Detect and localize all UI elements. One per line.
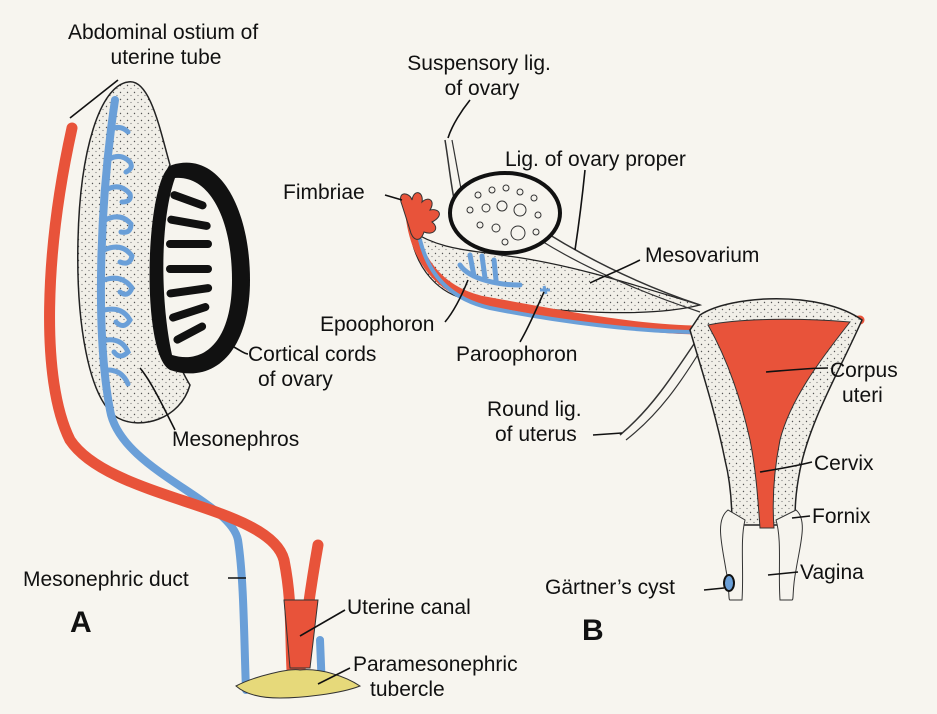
label-corpus-uteri: Corpus uteri — [830, 359, 904, 407]
round-ligament — [619, 334, 701, 436]
label-paroophoron: Paroophoron — [456, 343, 577, 366]
label-round-lig: Round lig. of uterus — [487, 398, 587, 446]
tubercle — [235, 669, 362, 699]
label-cortical-cords: Cortical cords of ovary — [248, 343, 382, 391]
label-suspensory-lig: Suspensory lig. of ovary — [407, 52, 556, 100]
label-vagina: Vagina — [800, 561, 864, 584]
panel-letter-b: B — [582, 614, 604, 647]
label-lig-ovary-proper: Lig. of ovary proper — [505, 148, 686, 171]
mesonephric-duct-b — [418, 238, 702, 334]
uterine-cavity — [707, 318, 851, 529]
label-paramesonephric-tubercle: Paramesonephric tubercle — [353, 653, 523, 701]
ovary-b — [448, 171, 562, 255]
vagina — [719, 509, 746, 601]
panel-a: Abdominal ostium of uterine tube Cortica… — [23, 21, 523, 701]
label-uterine-canal: Uterine canal — [347, 596, 471, 619]
cortical-cords — [166, 191, 213, 344]
paramesonephric-duct-a — [44, 122, 298, 676]
fimbriae — [400, 192, 440, 240]
label-mesonephric-duct: Mesonephric duct — [23, 568, 189, 591]
ovarian-follicles — [466, 184, 542, 246]
label-fimbriae: Fimbriae — [283, 181, 365, 204]
label-fornix: Fornix — [812, 505, 871, 528]
gartners-cyst — [723, 574, 735, 592]
label-abdominal-ostium: Abdominal ostium of uterine tube — [68, 21, 264, 69]
panel-letter-a: A — [70, 606, 92, 639]
label-mesonephros: Mesonephros — [172, 428, 299, 451]
mesonephric-tubules — [101, 124, 135, 387]
label-mesovarium: Mesovarium — [645, 244, 759, 267]
uterine-canal-a — [283, 599, 319, 669]
paroophoron — [540, 285, 550, 295]
panel-b: Suspensory lig. of ovary Lig. of ovary p… — [283, 52, 904, 647]
label-gartners-cyst: Gärtner’s cyst — [545, 576, 675, 599]
mesonephric-duct-a — [96, 96, 250, 694]
epoophoron — [457, 252, 523, 288]
broad-ligament — [409, 228, 703, 314]
label-epoophoron: Epoophoron — [320, 313, 434, 336]
label-cervix: Cervix — [814, 452, 874, 475]
